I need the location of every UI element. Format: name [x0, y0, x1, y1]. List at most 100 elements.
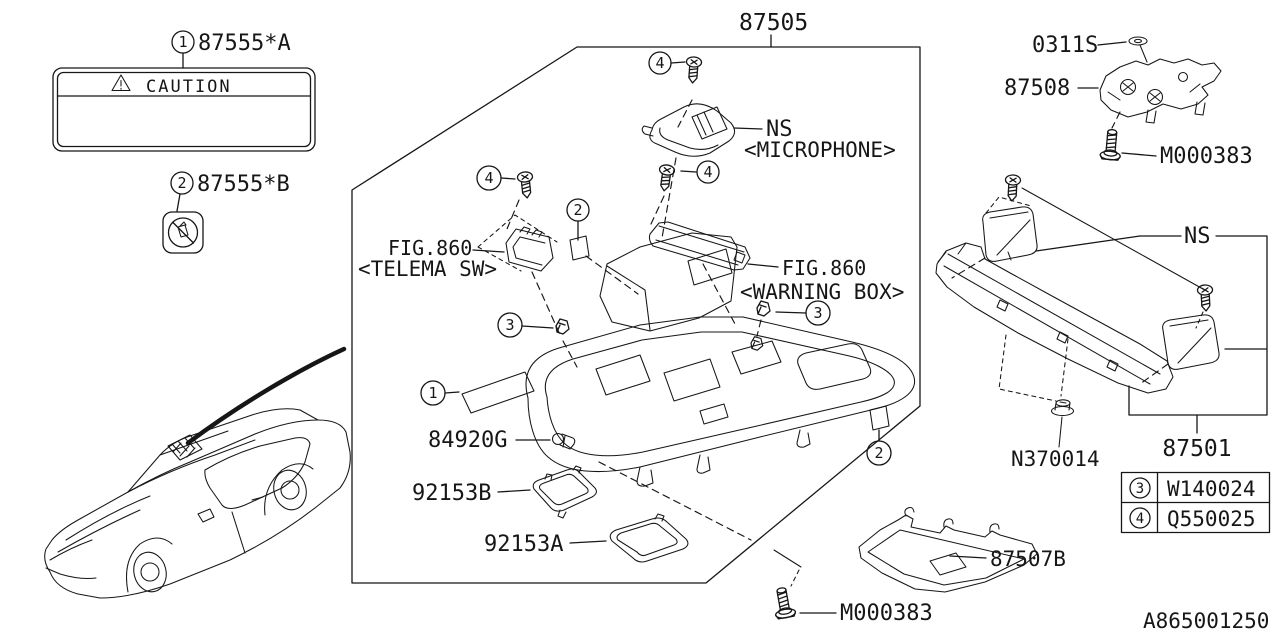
leader-line-microphone: [733, 127, 763, 130]
lens-b-part: [532, 465, 597, 519]
part-number-87507B: 87507B: [990, 547, 1066, 571]
tray-87507B-part: [858, 506, 1038, 593]
part-number-84920G: 84920G: [428, 428, 507, 453]
car-rear-wheel: [273, 469, 307, 511]
bulb-part: [551, 432, 576, 450]
sticker-ref1: [420, 371, 535, 414]
part-number-M000383-lower: M000383: [840, 601, 933, 626]
ref-number-2: 2: [573, 201, 582, 219]
screw-ref4-mid: [650, 160, 720, 225]
assembly-boundary: [351, 46, 921, 584]
part-number-87555B: 87555*B: [197, 172, 290, 197]
ref-number-4: 4: [655, 54, 664, 72]
label-fig860-left: FIG.860: [388, 236, 472, 260]
console-back-opening: [687, 248, 733, 286]
part-number-92153B: 92153B: [412, 481, 491, 506]
screw-rail-right: [1196, 283, 1215, 313]
car-front-wheel-arch: [125, 537, 173, 593]
car-rear-wheel-hub: [280, 480, 300, 500]
prohibition-slash: [172, 221, 195, 244]
part-number-0311S: 0311S: [1032, 33, 1098, 58]
console-switch-bezel-1: [595, 354, 651, 396]
part-number-87505: 87505: [739, 10, 808, 36]
legend-part-W140024: W140024: [1167, 477, 1256, 501]
ref-number-2: 2: [874, 444, 883, 462]
car-front-detail: [45, 539, 97, 580]
legend-ref-3: 3: [1136, 481, 1144, 497]
caution-label-assembly: [52, 30, 316, 152]
caution-label-outer: [52, 67, 316, 152]
nut-part: [998, 334, 1075, 448]
leader-line-lens-b: [497, 489, 531, 493]
car-rear-wheel-arch: [264, 463, 314, 516]
label-ns-covers: NS: [1184, 224, 1211, 249]
part-number-N370014: N370014: [1011, 447, 1100, 471]
label-warning-box-detail: <WARNING BOX>: [740, 280, 904, 304]
console-back-crease: [606, 265, 651, 331]
part-number-92153A: 92153A: [484, 532, 563, 557]
prohibition-glyph: [177, 221, 189, 238]
bolt-upper: [1099, 128, 1157, 162]
ref-number-4: 4: [703, 163, 712, 181]
car-windshield-base: [127, 439, 256, 493]
clip-ref3-left: [497, 312, 578, 368]
leader-line: [176, 193, 181, 212]
label-microphone-detail: <MICROPHONE>: [744, 138, 896, 162]
ref-number-4: 4: [484, 169, 493, 187]
part-number-M000383-upper: M000383: [1160, 144, 1253, 169]
clip-ref3-right: [750, 300, 831, 351]
rail-87501-part: [935, 242, 1174, 394]
ns-bracket-lines: [1021, 187, 1268, 434]
tag-ref2-left: [566, 198, 639, 295]
console-back-wall: [599, 232, 738, 332]
leader-line-lens-a: [569, 540, 607, 544]
vehicle-locator-drawing: [44, 346, 351, 599]
legend-ref-4: 4: [1136, 511, 1144, 527]
prohibition-circle-icon: [167, 217, 199, 248]
ref-number-1: 1: [178, 33, 187, 51]
leader-line-telema: [472, 249, 505, 253]
cover-right-part: [1139, 311, 1220, 385]
washer-0311S: [1097, 36, 1148, 63]
ref-number-3: 3: [505, 316, 514, 334]
car-body-outline: [44, 419, 351, 599]
warning-triangle-icon: [111, 74, 131, 92]
part-number-87501: 87501: [1162, 436, 1231, 462]
console-small-opening: [699, 403, 729, 425]
bolt-lower: [770, 549, 837, 621]
cover-left-part: [951, 196, 1038, 279]
part-number-87508: 87508: [1004, 76, 1070, 101]
locator-pointer-curve: [185, 346, 347, 446]
spec-label-outline: [162, 211, 204, 254]
car-hood-creases: [57, 495, 151, 553]
ref-number-1: 1: [428, 384, 437, 402]
screw-ref4-left: [476, 165, 536, 230]
bracket-87508-part: [1099, 58, 1222, 129]
tag-ref2-right: [866, 405, 892, 466]
ref-number-3: 3: [813, 304, 822, 322]
car-roofline: [127, 408, 319, 493]
console-wing-recess: [797, 343, 872, 390]
console-dashed-leader: [598, 461, 752, 541]
console-rim-outer: [525, 316, 916, 473]
car-front-wheel-hub: [140, 562, 160, 582]
leader-line-87507B: [949, 555, 987, 559]
ref-circle-2: [170, 171, 194, 195]
car-front-wheel: [133, 551, 167, 593]
caution-title: CAUTION: [146, 77, 232, 97]
label-telema-detail: <TELEMA SW>: [358, 257, 497, 281]
screw-rail-left: [1003, 173, 1022, 203]
legend-part-Q550025: Q550025: [1167, 507, 1256, 531]
fastener-legend-table: [1120, 471, 1271, 534]
car-side-window: [204, 437, 311, 510]
label-fig860-right: FIG.860: [782, 256, 866, 280]
lens-a-part: [609, 513, 689, 563]
car-door-line: [231, 496, 264, 554]
car-roof-crease: [159, 430, 229, 456]
caution-label-inner: [56, 71, 312, 148]
overhead-console-body: [525, 232, 916, 541]
microphone-part: [641, 103, 736, 239]
label-ns-microphone: NS: [766, 117, 793, 142]
